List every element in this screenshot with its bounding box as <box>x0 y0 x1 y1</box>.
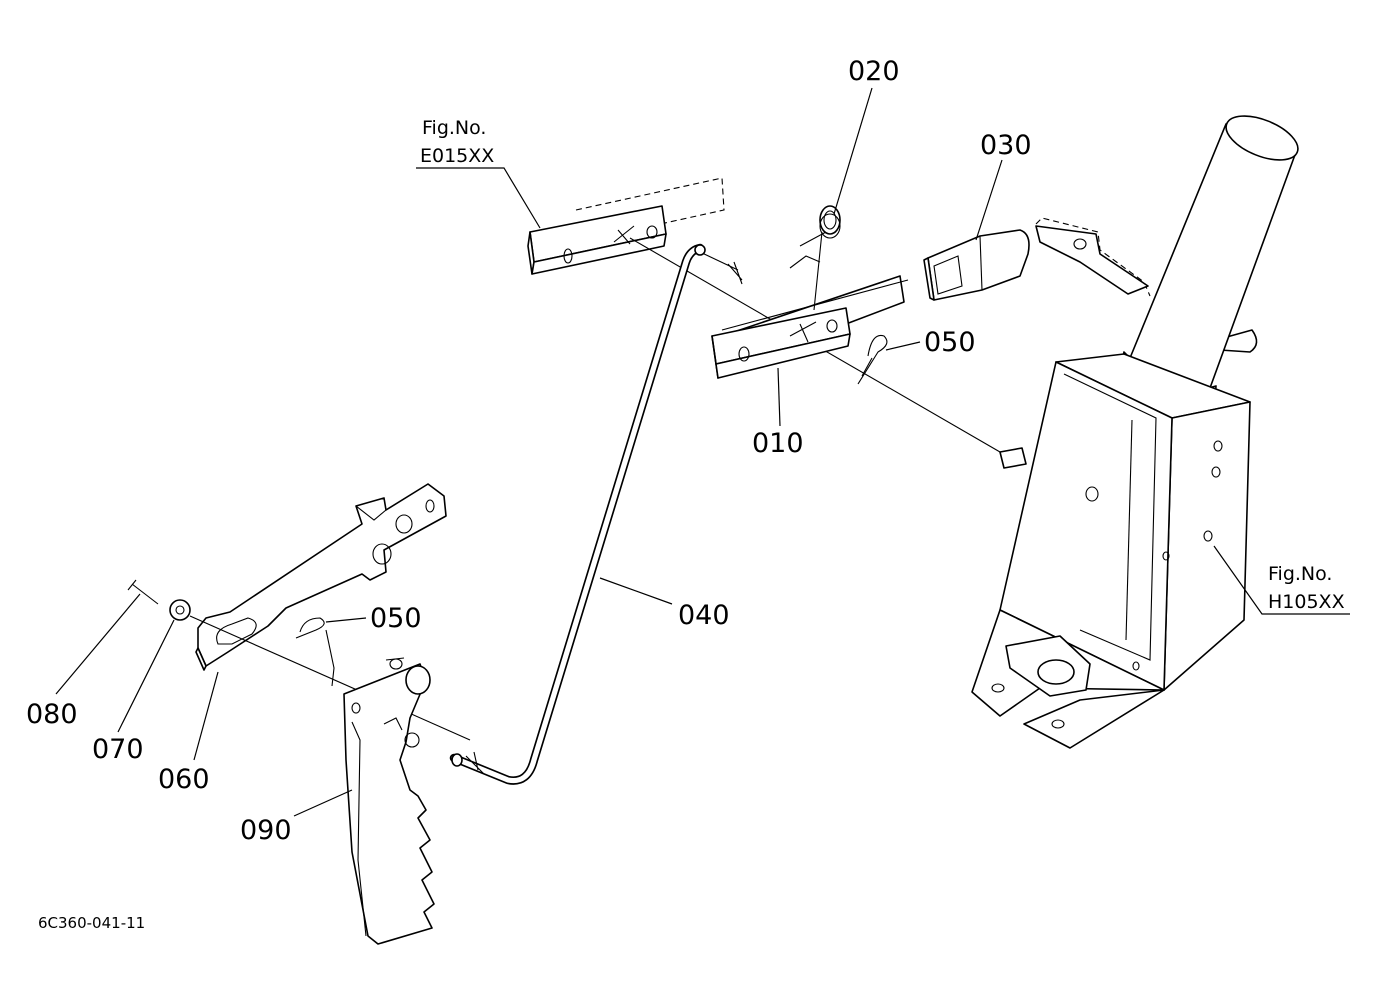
part-060-lever-arm <box>195 483 447 671</box>
leader-040 <box>599 577 673 605</box>
callout-050-lower: 050 <box>370 603 422 634</box>
leader-080 <box>55 593 141 695</box>
callout-090: 090 <box>240 815 292 846</box>
part-080-clevis-pin <box>127 579 159 605</box>
callout-020: 020 <box>848 56 900 87</box>
part-040-rod <box>449 243 743 785</box>
callout-070: 070 <box>92 734 144 765</box>
part-090-toothed-plate <box>343 657 435 945</box>
callout-030: 030 <box>980 130 1032 161</box>
callout-040: 040 <box>678 600 730 631</box>
callout-080: 080 <box>26 699 78 730</box>
part-050-cotter-pin-upper <box>857 334 888 385</box>
leader-030 <box>975 159 1003 241</box>
drawing-code: 6C360-041-11 <box>38 914 145 932</box>
fig-ref-h105xx-label: Fig.No. <box>1268 563 1332 585</box>
callout-050-upper: 050 <box>924 327 976 358</box>
fig-ref-e015xx-code: E015XX <box>420 145 494 167</box>
callout-060: 060 <box>158 764 210 795</box>
leader-090 <box>293 789 353 817</box>
part-030-grip <box>923 229 1030 301</box>
reference-bracket-e015xx <box>527 177 725 275</box>
leader-010 <box>777 367 781 427</box>
leader-070 <box>117 619 175 733</box>
lever-axis-line <box>189 615 471 741</box>
leader-050-lower <box>325 617 367 623</box>
part-020-spring <box>789 205 841 311</box>
leader-fig-e015xx <box>416 167 541 229</box>
part-010-slide-plate <box>711 275 909 379</box>
leader-060 <box>193 671 219 761</box>
fig-ref-h105xx-code: H105XX <box>1268 591 1345 613</box>
callout-010: 010 <box>752 428 804 459</box>
leader-020 <box>833 87 873 215</box>
leader-fig-h105xx <box>1213 545 1350 615</box>
fig-ref-e015xx-label: Fig.No. <box>422 117 486 139</box>
leader-050-upper <box>885 341 921 351</box>
part-070-washer <box>169 599 191 621</box>
part-050-cotter-pin-lower <box>295 617 335 687</box>
column-housing-h105xx <box>971 115 1299 749</box>
